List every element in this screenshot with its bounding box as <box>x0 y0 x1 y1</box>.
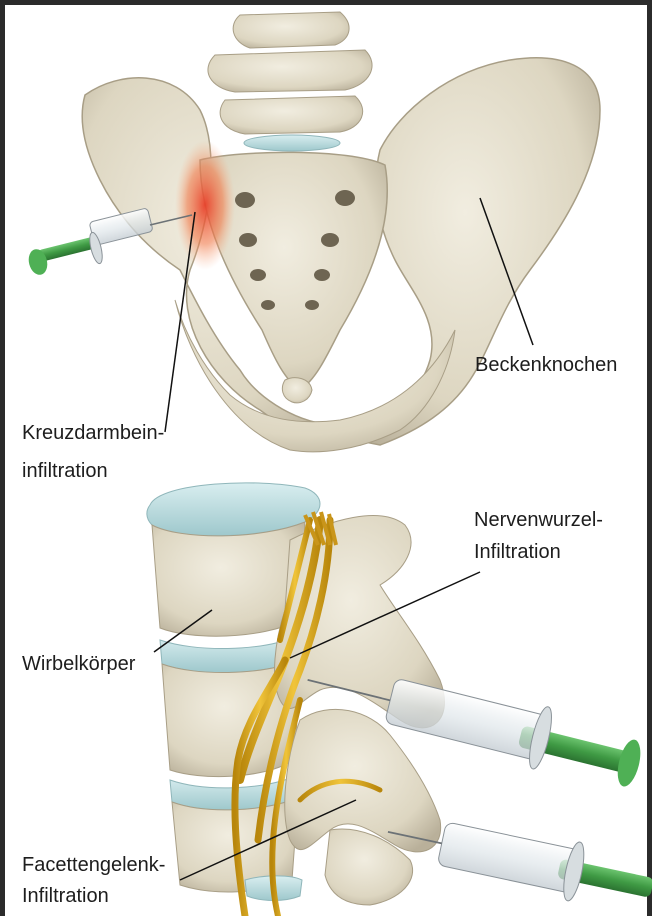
coccyx <box>282 378 312 403</box>
label-facetten-line1: Facettengelenk- <box>22 853 165 877</box>
label-nervenwurzel-line2: Infiltration <box>474 540 561 564</box>
lumbar-vertebra <box>220 96 363 134</box>
inflammation-highlight <box>175 140 235 270</box>
label-kreuzdarmbein-line2: infiltration <box>22 459 108 483</box>
label-kreuzdarmbein-line1: Kreuzdarmbein- <box>22 421 164 445</box>
sacral-foramen <box>261 300 275 310</box>
sacral-foramen <box>305 300 319 310</box>
intervertebral-disc <box>244 135 340 151</box>
sacral-foramen <box>239 233 257 247</box>
sacral-foramen <box>321 233 339 247</box>
lumbar-vertebra <box>208 50 372 92</box>
sacral-foramen <box>235 192 255 208</box>
label-facetten-line2: Infiltration <box>22 884 109 908</box>
beckenknochen-bone <box>355 58 600 445</box>
label-beckenknochen: Beckenknochen <box>475 353 617 377</box>
lumbar-vertebra <box>233 12 349 48</box>
sacral-foramen <box>314 269 330 281</box>
sacral-foramen <box>335 190 355 206</box>
label-wirbelkoerper: Wirbelkörper <box>22 652 135 676</box>
sacral-foramen <box>250 269 266 281</box>
pelvis-illustration <box>82 12 600 452</box>
label-nervenwurzel-line1: Nervenwurzel- <box>474 508 603 532</box>
